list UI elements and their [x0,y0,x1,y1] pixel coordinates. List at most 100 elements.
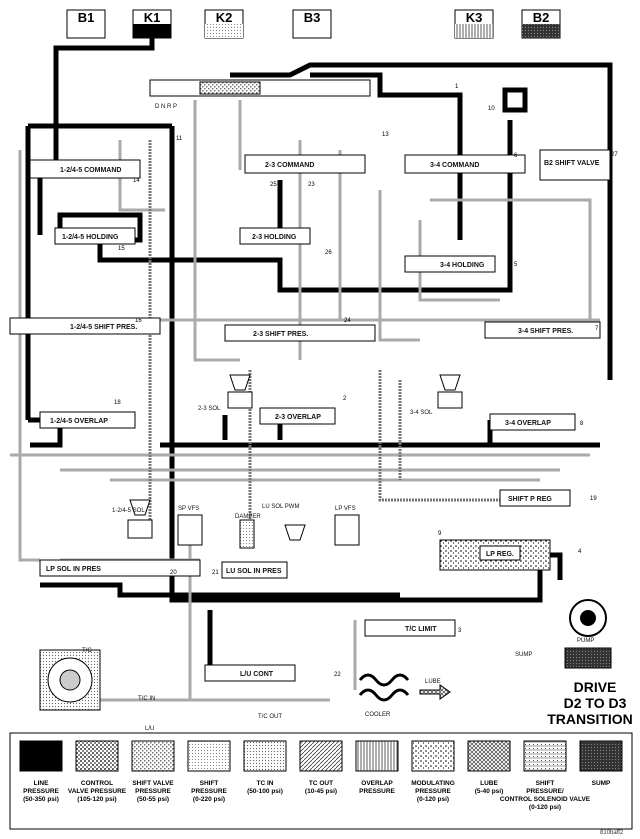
callout-23: 23 [308,182,315,188]
valve-23-command-label: 2-3 COMMAND [265,162,314,169]
tc-out-label: T/C OUT [258,714,282,720]
footer-code: 810baff2 [600,830,624,836]
valve-b2-shift-label: B2 SHIFT VALVE [544,160,600,167]
title-line2: D2 TO D3 [564,695,627,711]
callout-8: 8 [580,421,584,427]
callout-10: 10 [488,106,495,112]
legend-text-7-0: MODULATING [411,780,455,787]
callouts: 1 2 3 4 5 6 7 8 9 10 11 13 14 15 16 18 1… [114,84,618,678]
callout-7: 7 [595,326,599,332]
valve-1245-command: 1-2/4-5 COMMAND [29,159,141,179]
callout-13: 13 [382,132,389,138]
valve-lp-sol-in-pres: LP SOL IN PRES [39,559,201,577]
callout-27: 27 [611,152,618,158]
valve-23-holding-label: 2-3 HOLDING [252,234,297,241]
legend-swatch-4 [243,740,287,772]
title-line3: TRANSITION [547,711,633,727]
callout-20: 20 [170,570,177,576]
valve-lu-cont: L/U CONT [204,664,296,682]
pump-label: PUMP [577,638,594,644]
legend-text-8-0: LUBE [480,780,498,787]
valve-34-shift-pres-label: 3-4 SHIFT PRES. [518,328,573,335]
legend-text-5-1: (10-45 psi) [305,788,337,795]
callout-1: 1 [455,84,459,90]
clutch-k2-label: K2 [216,10,233,25]
manual-valve: D N R P [149,79,371,110]
valve-1245-shift-pres: 1-2/4-5 SHIFT PRES. [9,317,161,335]
legend-text-0-1: PRESSURE [23,788,59,795]
legend-swatch-8 [467,740,511,772]
legend-text-2-1: PRESSURE [135,788,171,795]
valve-shift-p-reg-label: SHIFT P REG [508,496,552,503]
callout-6: 6 [514,153,518,159]
solenoid-sp-vfs-label: SP VFS [178,506,199,512]
solenoid-1245: 1-2/4-5 SOL [112,499,153,539]
legend-swatch-7 [411,740,455,772]
legend-text-6-0: OVERLAP [361,780,393,787]
valve-23-shift-pres: 2-3 SHIFT PRES. [224,324,376,342]
clutch-b3-label: B3 [304,10,321,25]
lube-label: LUBE [425,679,441,685]
solenoid-34-label: 3-4 SOL [410,410,433,416]
valve-lu-sol-in-pres-label: LU SOL IN PRES [226,568,282,575]
solenoid-34: 3-4 SOL [410,374,463,416]
callout-2: 2 [343,396,347,402]
clutch-k1: K1 [132,9,172,39]
legend-swatch-6 [355,740,399,772]
legend-text-7-1: PRESSURE [415,788,451,795]
valve-lu-cont-label: L/U CONT [240,671,274,678]
legend-swatch-10 [579,740,623,772]
legend-swatch-0 [19,740,63,772]
legend-text-2-2: (50-55 psi) [137,796,169,803]
solenoid-23: 2-3 SOL [198,374,253,412]
pump: PUMP [564,599,612,669]
callout-15: 15 [118,246,125,252]
valve-1245-holding: 1-2/4-5 HOLDING [54,227,136,245]
valve-1245-overlap: 1-2/4-5 OVERLAP [39,411,136,429]
clutch-b2-label: B2 [533,10,550,25]
valve-34-overlap-label: 3-4 OVERLAP [505,420,551,427]
legend-swatch-3 [187,740,231,772]
callout-22: 22 [334,672,341,678]
sump-label: SUMP [515,652,532,658]
title-line1: DRIVE [574,679,617,695]
callout-16: 16 [135,318,142,324]
callout-25: 25 [270,182,277,188]
legend-text-9-1: PRESSURE/ [526,788,564,795]
legend-swatch-2 [131,740,175,772]
callout-3: 3 [458,628,462,634]
valve-23-command: 2-3 COMMAND [244,154,366,174]
clutch-b3: B3 [292,9,332,39]
cooler-label: COOLER [365,712,391,718]
valve-34-command-label: 3-4 COMMAND [430,162,479,169]
legend-text-7-2: (0-120 psi) [417,796,449,803]
legend-swatch-9 [523,740,567,772]
legend-text-5-0: TC OUT [309,780,333,787]
damper: DAMPER [235,514,261,549]
valve-lu-sol-in-pres: LU SOL IN PRES [221,561,288,579]
valve-shift-p-reg: SHIFT P REG [499,489,571,507]
callout-24: 24 [344,318,351,324]
manual-positions: D N R P [155,104,177,110]
solenoid-23-label: 2-3 SOL [198,406,221,412]
legend-text-1-2: (105-120 psi) [77,796,116,803]
callout-21: 21 [212,570,219,576]
valve-23-overlap-label: 2-3 OVERLAP [275,414,321,421]
clutch-b2: B2 [521,9,561,39]
valve-1245-overlap-label: 1-2/4-5 OVERLAP [50,418,108,425]
callout-26: 26 [325,250,332,256]
solenoid-lp-vfs: LP VFS [334,506,360,546]
tc-label: T/C [82,648,92,654]
legend-text-3-2: (0-220 psi) [193,796,225,803]
clutch-k3: K3 [454,9,494,39]
callout-5: 5 [514,262,518,268]
cooler: COOLER [358,673,410,718]
valve-lp-reg-label: LP REG. [486,551,514,558]
clutch-k3-label: K3 [466,10,483,25]
valve-34-command: 3-4 COMMAND [404,154,526,174]
clutch-k1-label: K1 [144,10,161,25]
valve-1245-holding-label: 1-2/4-5 HOLDING [62,234,119,241]
valve-34-shift-pres: 3-4 SHIFT PRES. [484,321,601,339]
callout-14: 14 [133,178,140,184]
